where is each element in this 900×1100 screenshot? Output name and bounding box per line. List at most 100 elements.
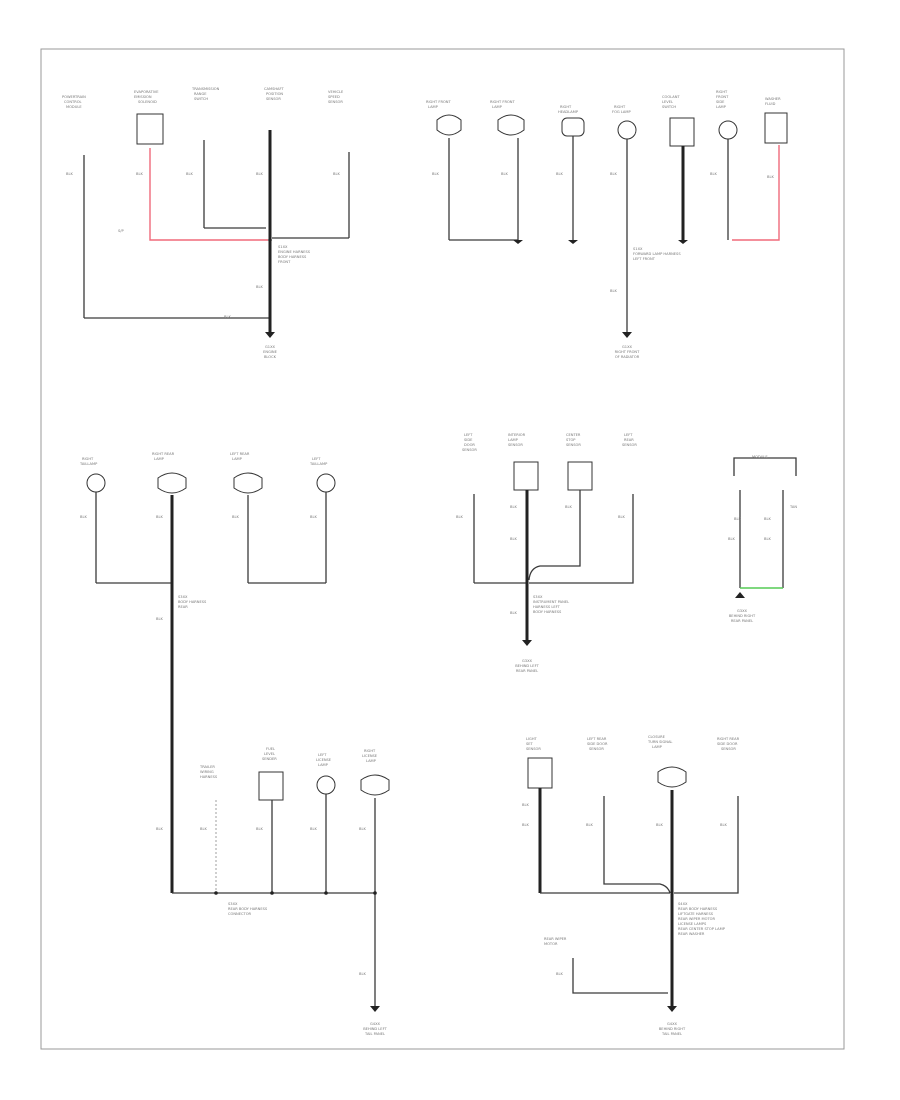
lamp-11	[657, 766, 687, 788]
lamp-10	[360, 774, 390, 796]
svg-text:BLK: BLK	[310, 515, 317, 519]
svg-text:BLK: BLK	[510, 611, 517, 615]
svg-text:BLK: BLK	[310, 827, 317, 831]
svg-text:TAN: TAN	[789, 505, 797, 509]
svg-text:BLK: BLK	[156, 617, 163, 621]
sensor-box-6	[527, 757, 553, 789]
svg-text:BLK: BLK	[510, 505, 517, 509]
svg-text:BLK: BLK	[232, 515, 239, 519]
svg-text:S/P: S/P	[118, 229, 124, 233]
lamp-4	[718, 120, 738, 140]
svg-text:BLK: BLK	[136, 172, 143, 176]
ground-symbol	[522, 640, 532, 646]
fuel-sender	[258, 771, 284, 801]
ground-symbol	[265, 332, 275, 338]
svg-text:BLK: BLK	[359, 827, 366, 831]
sensor-box-3	[764, 112, 788, 144]
lamp-8	[316, 473, 336, 493]
svg-text:BLK: BLK	[556, 172, 563, 176]
svg-text:BLK: BLK	[80, 515, 87, 519]
sensor-box-2	[669, 117, 695, 147]
svg-text:BLK: BLK	[333, 172, 340, 176]
lamp-3	[617, 120, 637, 140]
svg-text:BLK: BLK	[256, 285, 263, 289]
svg-text:BLK: BLK	[618, 515, 625, 519]
svg-text:BLK: BLK	[710, 172, 717, 176]
lamp-9	[316, 775, 336, 795]
svg-text:BLK: BLK	[610, 172, 617, 176]
sensor-box-4	[513, 461, 539, 491]
svg-text:BLK: BLK	[156, 827, 163, 831]
svg-text:BLK: BLK	[186, 172, 193, 176]
svg-text:BLK: BLK	[510, 537, 517, 541]
svg-text:BLK: BLK	[359, 972, 366, 976]
svg-text:BLK: BLK	[256, 827, 263, 831]
lamp-7	[233, 472, 263, 494]
lamp-1	[436, 114, 462, 136]
svg-text:BLK: BLK	[565, 505, 572, 509]
svg-text:BLK: BLK	[764, 517, 771, 521]
lamp-5	[86, 473, 106, 493]
svg-text:BLK: BLK	[734, 517, 741, 521]
svg-text:BLK: BLK	[256, 172, 263, 176]
ground-symbol	[667, 1006, 677, 1012]
svg-text:MODULE: MODULE	[752, 455, 768, 459]
ground-symbol	[622, 332, 632, 338]
svg-text:BLK: BLK	[728, 537, 735, 541]
ground-symbol	[370, 1006, 380, 1012]
svg-text:BLK: BLK	[586, 823, 593, 827]
svg-text:BLK: BLK	[764, 537, 771, 541]
svg-text:BLK: BLK	[66, 172, 73, 176]
svg-text:BLK: BLK	[522, 803, 529, 807]
svg-text:BLK: BLK	[720, 823, 727, 827]
svg-text:BLK: BLK	[432, 172, 439, 176]
svg-text:BLK: BLK	[156, 515, 163, 519]
svg-text:BLK: BLK	[656, 823, 663, 827]
lamp-6	[157, 472, 187, 494]
svg-text:BLK: BLK	[200, 827, 207, 831]
sensor-box-1	[561, 117, 585, 137]
